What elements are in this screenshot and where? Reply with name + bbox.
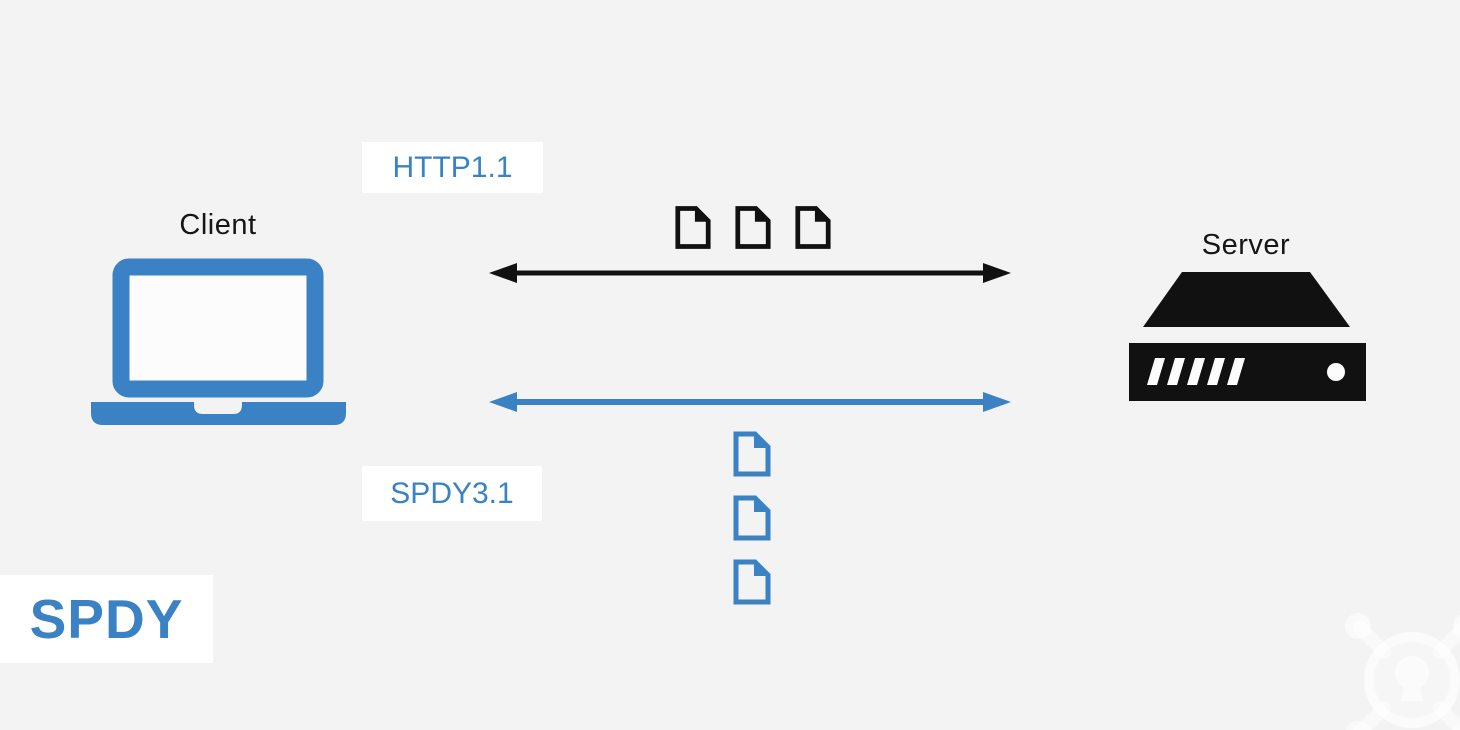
spdy-documents-column [732,430,772,606]
document-icon [674,204,712,251]
title-text: SPDY [29,588,184,650]
server-icon [1129,272,1366,401]
laptop-icon [91,258,346,425]
server-label: Server [1201,229,1291,261]
http-protocol-label: HTTP1.1 [392,150,513,184]
spdy-protocol-badge: SPDY3.1 [362,466,542,521]
keycdn-logo-watermark-icon [1345,613,1460,730]
http-documents-row [674,204,832,251]
document-icon [732,430,772,478]
client-label: Client [179,209,257,241]
document-icon [732,558,772,606]
document-icon [732,494,772,542]
spdy-protocol-label: SPDY3.1 [390,476,514,510]
document-icon [794,204,832,251]
spdy-arrow-icon [489,392,1011,412]
document-icon [734,204,772,251]
http-protocol-badge: HTTP1.1 [362,142,543,193]
http-arrow-icon [489,263,1011,283]
title-badge: SPDY [0,575,213,663]
